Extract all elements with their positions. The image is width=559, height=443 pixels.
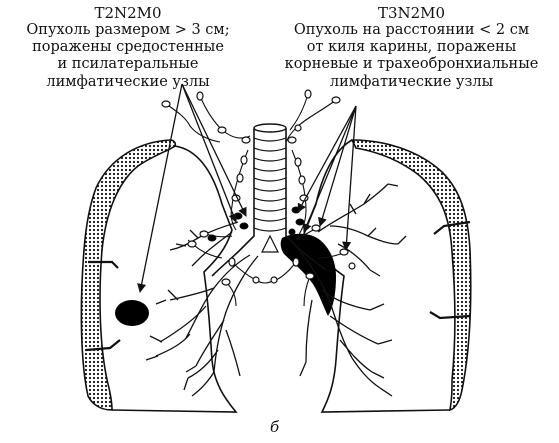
right-annotation-line-1: Опухоль на расстоянии < 2 см xyxy=(293,22,530,38)
right-annotation-line-4: лимфатические узлы xyxy=(329,73,494,90)
left-fissure-upper xyxy=(88,260,119,269)
trachea xyxy=(211,123,327,277)
left-lung xyxy=(80,139,259,413)
left-stage-label: T2N2M0 xyxy=(94,4,162,22)
right-fissure-lower xyxy=(429,311,471,320)
left-annotation-line-2: поражены средостенные xyxy=(32,39,224,56)
right-lung-outline xyxy=(303,139,451,413)
right-stage-label: T3N2M0 xyxy=(377,4,446,22)
right-annotation-line-2: от киля карины, поражены xyxy=(306,39,517,56)
left-annotation-line-1: Опухоль размером > 3 см; xyxy=(26,22,230,38)
right-annotation: T3N2M0 Опухоль на расстоянии < 2 см от к… xyxy=(266,4,557,91)
left-upper-branches xyxy=(169,221,239,267)
left-bronchial-tree xyxy=(145,254,259,397)
right-fissure-upper xyxy=(433,220,471,235)
left-lung-outline xyxy=(111,145,238,413)
right-pleura xyxy=(350,139,472,412)
left-annotation-line-3: и псилатеральные xyxy=(57,56,199,73)
right-upper-branches xyxy=(317,183,407,277)
left-pointer-lines xyxy=(137,83,247,293)
left-annotation: T2N2M0 Опухоль размером > 3 см; поражены… xyxy=(0,4,256,91)
right-pointer-lines xyxy=(297,105,357,251)
left-annotation-line-4: лимфатические узлы xyxy=(46,73,210,90)
left-fissure-lower xyxy=(85,339,121,352)
right-bronchial-tree xyxy=(299,251,393,397)
lymph-nodes xyxy=(161,89,356,286)
peripheral-tumor xyxy=(115,300,149,326)
left-pleura xyxy=(80,139,177,411)
figure-letter: б xyxy=(270,418,280,436)
right-annotation-line-3: корневые и трахеобронхиальные xyxy=(284,56,539,73)
